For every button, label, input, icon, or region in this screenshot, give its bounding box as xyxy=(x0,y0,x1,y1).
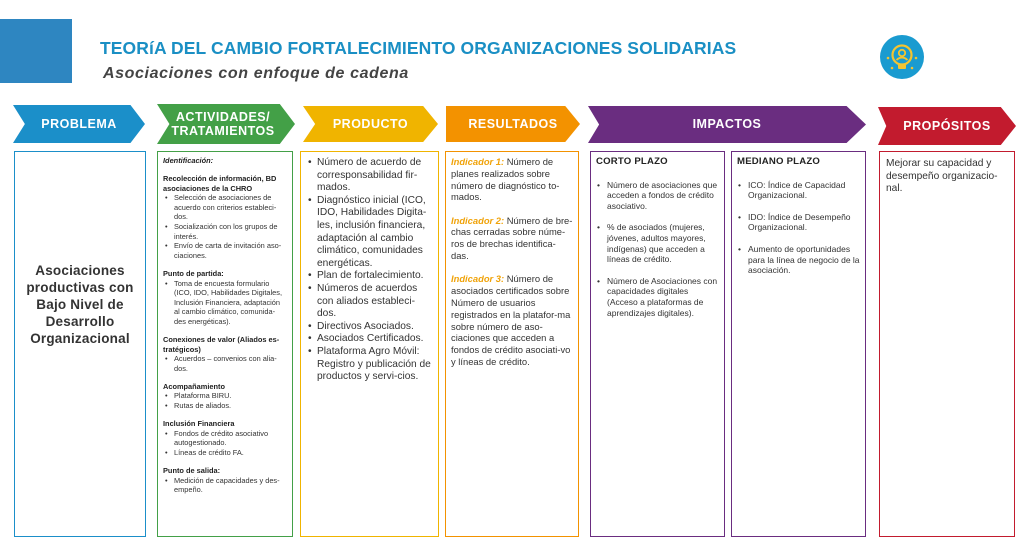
partida-title: Punto de partida: xyxy=(163,268,224,278)
list-item: Medición de capacidades y des-empeño. xyxy=(165,476,287,495)
corto-plazo-title: CORTO PLAZO xyxy=(596,156,668,167)
producto-box: Número de acuerdo de corresponsabilidad … xyxy=(300,151,439,537)
conexiones-title-2: tratégicos) xyxy=(163,344,201,354)
impactos-mediano-plazo-box: MEDIANO PLAZO ICO: Índice de Capacidad O… xyxy=(731,151,866,537)
resultados-box: Indicador 1: Número de planes realizados… xyxy=(445,151,579,537)
conexiones-list: Acuerdos – convenios con alia-dos. xyxy=(165,354,287,373)
stage-label-propositos: PROPÓSITOS xyxy=(903,118,991,133)
indicador-1: Indicador 1: Número de planes realizados… xyxy=(451,156,573,203)
stage-arrow-resultados: RESULTADOS xyxy=(446,106,580,142)
list-item: Fondos de crédito asociativoautogestiona… xyxy=(165,429,287,448)
list-item: Asociados Certificados. xyxy=(307,333,432,346)
stage-arrow-producto: PRODUCTO xyxy=(303,106,438,142)
inclusion-list: Fondos de crédito asociativoautogestiona… xyxy=(165,429,287,458)
actividades-box: Identificación: Recolección de informaci… xyxy=(157,151,293,537)
stage-label-producto: PRODUCTO xyxy=(332,116,409,131)
indicador-2-label: Indicador 2: xyxy=(451,214,505,226)
propositos-box: Mejorar su capacidad y desempeño organiz… xyxy=(879,151,1015,537)
stage-arrow-problema: PROBLEMA xyxy=(13,105,145,143)
stage-arrow-propositos: PROPÓSITOS xyxy=(878,107,1016,145)
list-item: Diagnóstico inicial (ICO, IDO, Habilidad… xyxy=(307,195,432,271)
list-item: Número de acuerdo de corresponsabilidad … xyxy=(307,157,432,195)
stage-label-problema: PROBLEMA xyxy=(41,116,117,131)
recoleccion-title-2: asociaciones de la CHRO xyxy=(163,183,253,193)
mediano-plazo-title: MEDIANO PLAZO xyxy=(737,156,821,167)
list-item: Rutas de aliados. xyxy=(165,401,287,411)
indicador-3-label: Indicador 3: xyxy=(451,273,505,285)
stage-label-resultados: RESULTADOS xyxy=(468,116,558,131)
acompanamiento-title: Acompañamiento xyxy=(163,381,226,391)
indicador-2-text: Número de bre-chas cerradas sobre núme-r… xyxy=(451,214,573,262)
list-item: Envío de carta de invitación aso-ciacion… xyxy=(165,241,287,260)
indicador-1-label: Indicador 1: xyxy=(451,156,505,167)
page-subtitle: Asociaciones con enfoque de cadena xyxy=(103,65,409,82)
list-item: Número de Asociaciones con capacidades d… xyxy=(596,276,719,318)
corto-plazo-list: Número de asociaciones que acceden a fon… xyxy=(596,180,719,319)
list-item: Número de asociaciones que acceden a fon… xyxy=(596,180,719,212)
stage-arrow-actividades: ACTIVIDADES/ TRATAMIENTOS xyxy=(157,104,295,144)
inclusion-title: Inclusión Financiera xyxy=(163,419,235,429)
list-item: Directivos Asociados. xyxy=(307,321,432,334)
list-item: % de asociados (mujeres, jóvenes, adulto… xyxy=(596,222,719,264)
organization-logo-icon xyxy=(880,35,924,79)
list-item: Plataforma BIRU. xyxy=(165,391,287,401)
salida-list: Medición de capacidades y des-empeño. xyxy=(165,476,287,495)
propositos-text: Mejorar su capacidad y desempeño organiz… xyxy=(886,158,998,195)
list-item: IDO: Índice de Desempeño Organizacional. xyxy=(737,212,860,233)
list-item: Aumento de oportunidades para la línea d… xyxy=(737,244,860,276)
problema-box: Asociaciones productivas con Bajo Nivel … xyxy=(14,151,146,537)
indicador-1-text: Número de planes realizados sobre número… xyxy=(451,156,560,203)
acompanamiento-list: Plataforma BIRU. Rutas de aliados. xyxy=(165,391,287,410)
list-item: Números de acuerdos con aliados establec… xyxy=(307,283,432,321)
partida-list: Toma de encuesta formulario(ICO, IDO, Ha… xyxy=(165,279,287,327)
mediano-plazo-list: ICO: Índice de Capacidad Organizacional.… xyxy=(737,180,860,276)
recoleccion-title-1: Recolección de información, BD xyxy=(163,174,277,184)
stage-label-impactos: IMPACTOS xyxy=(692,117,762,132)
list-item: Plan de fortalecimiento. xyxy=(307,270,432,283)
actividades-identificacion: Identificación: xyxy=(163,156,214,165)
list-item: ICO: Índice de Capacidad Organizacional. xyxy=(737,180,860,201)
problema-text: Asociaciones productivas con Bajo Nivel … xyxy=(26,263,134,346)
producto-list: Número de acuerdo de corresponsabilidad … xyxy=(307,157,432,384)
stage-arrow-impactos: IMPACTOS xyxy=(588,106,866,143)
conexiones-title-1: Conexiones de valor (Aliados es- xyxy=(163,335,280,344)
indicador-3-text: Número de asociados certificados sobre N… xyxy=(451,273,571,367)
list-item: Líneas de crédito FA. xyxy=(165,448,287,458)
salida-title: Punto de salida: xyxy=(163,466,221,476)
header-accent-square xyxy=(0,19,72,83)
indicador-2: Indicador 2: Número de bre-chas cerradas… xyxy=(451,215,573,262)
impactos-corto-plazo-box: CORTO PLAZO Número de asociaciones que a… xyxy=(590,151,725,537)
list-item: Plataforma Agro Móvil: Registro y public… xyxy=(307,346,432,384)
stage-label-actividades-line2: TRATAMIENTOS xyxy=(171,124,275,138)
list-item: Acuerdos – convenios con alia-dos. xyxy=(165,354,287,373)
indicador-3: Indicador 3: Número de asociados certifi… xyxy=(451,273,573,367)
page-title: TEORíA DEL CAMBIO FORTALECIMIENTO ORGANI… xyxy=(100,38,737,58)
stage-label-actividades-line1: ACTIVIDADES/ xyxy=(175,109,271,124)
list-item: Toma de encuesta formulario(ICO, IDO, Ha… xyxy=(165,279,287,327)
